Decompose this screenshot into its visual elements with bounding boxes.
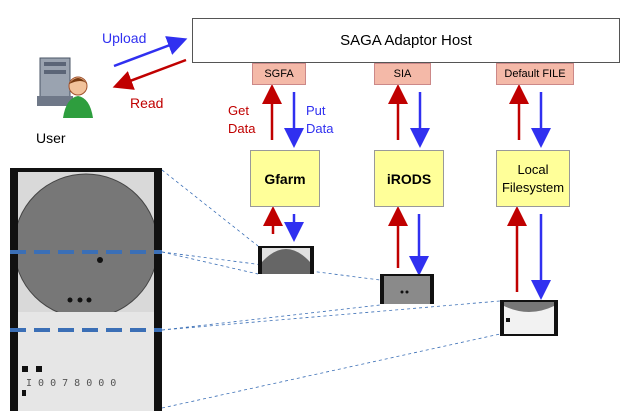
- gfarm-chunk-image: [258, 246, 314, 274]
- adaptor-sgfa: SGFA: [252, 63, 306, 85]
- upload-label: Upload: [102, 30, 147, 46]
- get-data-line2: Data: [228, 120, 256, 136]
- storage-gfarm: Gfarm: [250, 150, 320, 207]
- put-data-line1: Put: [306, 103, 326, 118]
- get-data-line1: Get: [228, 103, 249, 118]
- upload-arrow: [113, 36, 188, 68]
- read-arrow: [112, 58, 187, 90]
- storage-gfarm-label: Gfarm: [264, 170, 306, 187]
- user-computer-icon: [37, 57, 93, 118]
- svg-text:I 0 0 7 8 0 0 0: I 0 0 7 8 0 0 0: [26, 378, 116, 389]
- adaptor-sia: SIA: [374, 63, 431, 85]
- host-title: SAGA Adaptor Host: [340, 32, 472, 49]
- storage-irods: iRODS: [374, 150, 444, 207]
- local-chunk-image: [500, 300, 558, 336]
- user-label: User: [36, 130, 66, 146]
- storage-local-line2: Filesystem: [501, 179, 565, 195]
- get-data-label: Get Data: [228, 102, 255, 137]
- put-data-label: Put Data: [306, 102, 333, 137]
- adaptor-default-file: Default FILE: [496, 63, 574, 85]
- saga-adaptor-host: SAGA Adaptor Host: [192, 18, 620, 63]
- put-data-line2: Data: [306, 120, 334, 136]
- storage-irods-label: iRODS: [386, 170, 432, 187]
- adaptor-sia-label: SIA: [393, 68, 412, 80]
- storage-local-filesystem: Local Filesystem: [496, 150, 570, 207]
- read-label: Read: [130, 95, 164, 111]
- irods-chunk-image: [380, 274, 434, 304]
- storage-local-line1: Local: [517, 161, 549, 177]
- adaptor-file-label: Default FILE: [504, 68, 566, 80]
- wafer-image: I 0 0 7 8 0 0 0: [10, 168, 162, 411]
- adaptor-sgfa-label: SGFA: [264, 68, 294, 80]
